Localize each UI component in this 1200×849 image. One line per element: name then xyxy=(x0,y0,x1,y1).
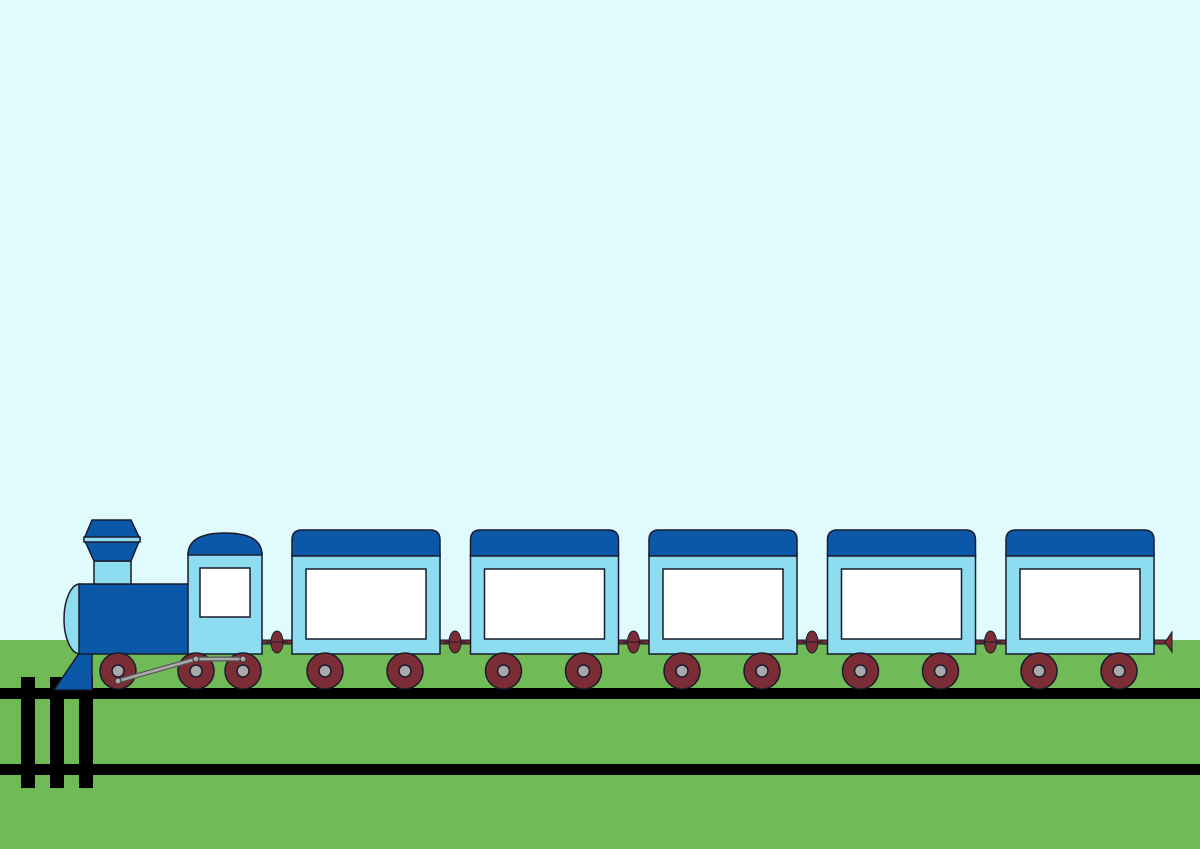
car-window xyxy=(662,568,784,640)
wheel-hub xyxy=(675,664,689,678)
passenger-car xyxy=(648,529,798,690)
wheel-hub xyxy=(318,664,332,678)
railroad-track xyxy=(0,677,1200,788)
wheel-hub xyxy=(853,664,868,678)
car-roof xyxy=(469,529,620,557)
passenger-car xyxy=(826,529,977,690)
passenger-car xyxy=(1005,529,1155,690)
passenger-cars xyxy=(291,529,1155,690)
car-roof xyxy=(291,529,441,557)
wheel-hub xyxy=(933,664,948,678)
rail-top xyxy=(0,688,1200,699)
wheel-hub xyxy=(111,664,125,678)
wheel-hub xyxy=(1112,664,1126,678)
car-window xyxy=(305,568,427,640)
wheel-hub xyxy=(236,664,250,678)
locomotive xyxy=(52,519,263,691)
car-window xyxy=(483,568,606,640)
car-window xyxy=(1019,568,1141,640)
piston-rods xyxy=(114,655,247,685)
boiler xyxy=(78,583,190,655)
railroad-tie xyxy=(50,677,64,788)
wheel-hub xyxy=(576,664,591,678)
passenger-car xyxy=(469,529,620,690)
wheel-hub xyxy=(755,664,769,678)
rod-pin xyxy=(114,677,122,685)
rail-bottom xyxy=(0,764,1200,775)
wheel-hub xyxy=(496,664,511,678)
wheel-hub xyxy=(1032,664,1046,678)
railroad-tie xyxy=(21,677,35,788)
car-window xyxy=(840,568,963,640)
car-roof xyxy=(648,529,798,557)
passenger-car xyxy=(291,529,441,690)
cab-window xyxy=(199,567,251,618)
wheel-hub xyxy=(189,664,203,678)
car-roof xyxy=(1005,529,1155,557)
railroad-tie xyxy=(79,677,93,788)
car-roof xyxy=(826,529,977,557)
rod-pin xyxy=(239,655,247,663)
smokestack xyxy=(93,560,132,585)
piston-rod xyxy=(117,657,197,683)
smokestack-band xyxy=(83,536,141,543)
cab-roof xyxy=(187,532,263,556)
wheel-hub xyxy=(398,664,412,678)
coupler-knob xyxy=(1164,630,1173,654)
rod-pin xyxy=(192,655,200,663)
